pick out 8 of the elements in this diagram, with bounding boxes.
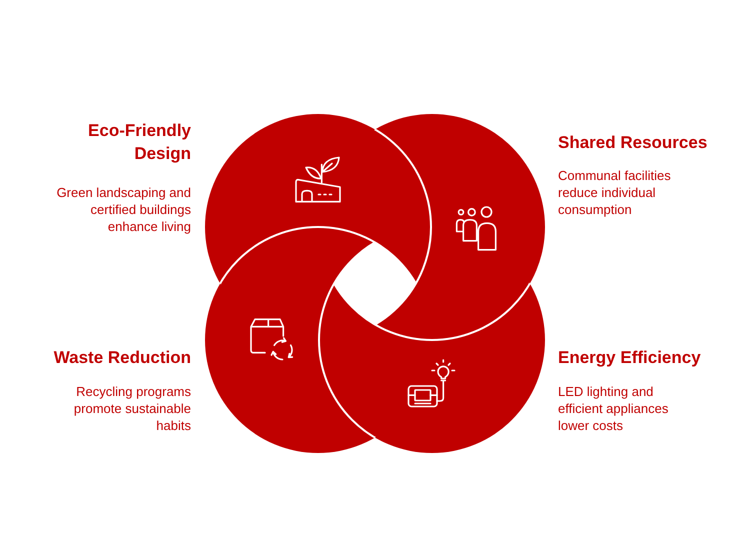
section-description: Green landscaping and certified buildings enhance living (56, 184, 191, 234)
section-description: LED lighting and efficient appliances lower costs (558, 382, 670, 434)
section-description: Communal facilities reduce individual consumption (558, 166, 672, 218)
section-description: Recycling programs promote sustainable habits (72, 382, 191, 434)
section-heading: Energy Efficiency (558, 346, 702, 368)
section-heading: Shared Resources (558, 132, 708, 154)
section-heading: Eco-Friendly Design (87, 120, 191, 164)
section-heading: Waste Reduction (52, 346, 191, 368)
